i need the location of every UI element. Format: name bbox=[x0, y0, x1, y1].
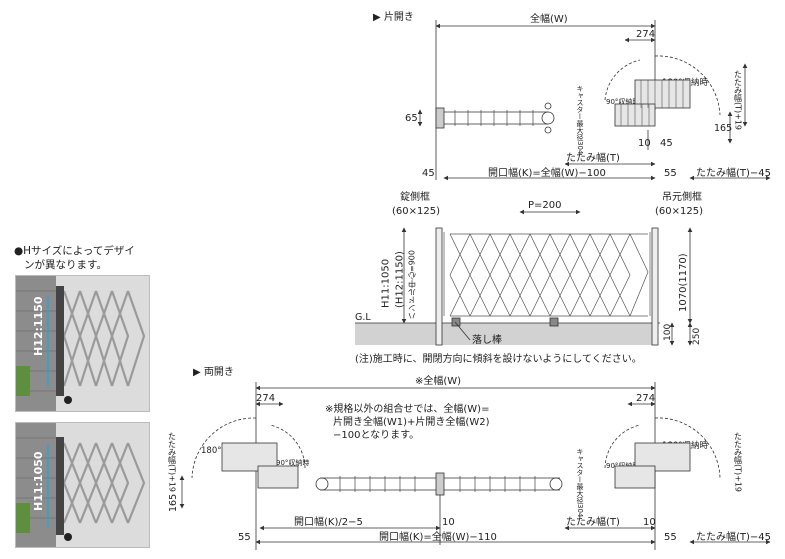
label-h12: (H12:1150) bbox=[395, 251, 406, 308]
label-folded: たたみ幅(T) bbox=[566, 515, 620, 528]
caster-circle bbox=[549, 477, 563, 491]
label-latch-size: (60×125) bbox=[392, 206, 440, 217]
single-plan: ▶ 片開き 全幅(W) 274 180°収納時 90°収納時 bbox=[373, 10, 771, 181]
label-10-mid: 10 bbox=[442, 517, 455, 528]
caster-wheel bbox=[549, 317, 559, 327]
latch-post-plan bbox=[435, 107, 445, 129]
label-handle: ハンドル中心=900 bbox=[408, 250, 417, 320]
label-pitch: P=200 bbox=[528, 200, 562, 211]
label-left-45: 45 bbox=[422, 168, 435, 179]
label-right-55: 55 bbox=[664, 532, 677, 543]
caster-wheel bbox=[451, 317, 461, 327]
label-274-right: 274 bbox=[636, 393, 655, 404]
latch-post bbox=[435, 227, 443, 346]
label-opening-half: 開口幅(K)/2−5 bbox=[294, 515, 363, 528]
single-section-label: ▶ 片開き bbox=[373, 10, 414, 23]
label-90-storage: 90°収納時 bbox=[606, 97, 639, 106]
label-t19-left: たたみ幅(T)+19 bbox=[168, 432, 177, 492]
swing-arc-left bbox=[269, 424, 306, 469]
gate-photo-h11: H11:1050 bbox=[15, 422, 150, 548]
label-100: 100 bbox=[663, 324, 673, 341]
ground-fill bbox=[355, 323, 655, 345]
gate-lattice bbox=[443, 232, 651, 317]
center-latch bbox=[435, 472, 445, 496]
label-274-left: 274 bbox=[256, 393, 275, 404]
label-right-55: 55 bbox=[664, 168, 677, 179]
label-drop-bar: 落し棒 bbox=[472, 333, 502, 346]
design-note-line1: ●Hサイズによってデザイ bbox=[14, 245, 135, 257]
double-note-line1: ※規格以外の組合せでは、全幅(W)= bbox=[325, 402, 489, 415]
double-plan: ▶ 両開き ※全幅(W) 274 274 ※規格以外の組合せでは、全幅(W)= … bbox=[168, 366, 771, 550]
design-note: ●Hサイズによってデザイ ンが異なります。 bbox=[14, 244, 154, 272]
gate-rail-ticks bbox=[454, 110, 534, 126]
label-165: 165 bbox=[168, 494, 179, 512]
label-hinge-size: (60×125) bbox=[655, 206, 703, 217]
caution-note: (注)施工時に、開閉方向に傾斜を設けないようにしてください。 bbox=[355, 352, 642, 365]
hinge-post bbox=[651, 227, 659, 346]
swing-arc-right bbox=[654, 417, 721, 479]
label-total-width: 全幅(W) bbox=[530, 12, 568, 25]
gate-rail-ticks bbox=[339, 476, 536, 492]
label-h11: H11:1050 bbox=[381, 259, 392, 308]
label-latch-post: 錠側框 bbox=[400, 190, 430, 203]
double-note-line2: 片開き全幅(W1)+片開き全幅(W2) bbox=[333, 415, 490, 428]
label-250: 250 bbox=[692, 328, 702, 345]
gate-photo-h12: H12:1150 bbox=[15, 275, 150, 412]
label-opening: 開口幅(K)=全幅(W)−100 bbox=[488, 166, 606, 179]
folded-gate-bars bbox=[620, 80, 684, 126]
design-note-line2: ンが異なります。 bbox=[24, 259, 107, 271]
label-45: 45 bbox=[660, 138, 673, 149]
label-gl: G.L bbox=[355, 312, 371, 323]
label-caster: キャスター最大径304 bbox=[576, 85, 584, 155]
caster-circle bbox=[544, 126, 552, 134]
swing-arc-180 bbox=[654, 55, 721, 116]
double-note-line3: −100となります。 bbox=[333, 429, 419, 441]
gate-elevation: 錠側框 (60×125) P=200 吊元側框 (60×125) G.L 落し棒… bbox=[355, 190, 703, 365]
caster-circle bbox=[544, 102, 552, 110]
folded-gate-block-left bbox=[257, 465, 299, 489]
folded-gate-block bbox=[634, 79, 691, 109]
label-10-right: 10 bbox=[643, 517, 656, 528]
folded-gate-block-right bbox=[614, 465, 656, 489]
photo-h11-label: H11:1050 bbox=[32, 451, 45, 511]
photo-h12-label: H12:1150 bbox=[32, 296, 45, 356]
drop-bar-leader bbox=[454, 321, 471, 341]
label-folded-t19: たたみ幅(T)+19 bbox=[734, 70, 743, 130]
label-folded-minus: たたみ幅(T)−45 bbox=[696, 530, 771, 543]
label-90-left: 90°収納時 bbox=[276, 458, 309, 467]
gate-photo-h11-drawing bbox=[16, 423, 149, 547]
caster-circle bbox=[541, 111, 555, 125]
label-hinge-post: 吊元側框 bbox=[662, 190, 702, 203]
label-t19-right: たたみ幅(T)+19 bbox=[734, 432, 743, 492]
label-folded-minus: たたみ幅(T)−45 bbox=[696, 166, 771, 179]
label-left-55: 55 bbox=[238, 532, 251, 543]
gate-photo-h12-drawing bbox=[16, 276, 149, 411]
label-10: 10 bbox=[638, 138, 651, 149]
label-1070: 1070(1170) bbox=[678, 253, 689, 312]
label-274: 274 bbox=[636, 29, 655, 40]
label-65: 65 bbox=[405, 113, 418, 124]
swing-arc-left bbox=[191, 417, 257, 479]
swing-arc-90 bbox=[604, 59, 641, 101]
label-165: 165 bbox=[714, 123, 732, 134]
double-section-label: ▶ 両開き bbox=[193, 366, 234, 378]
label-caster: キャスター最大径304 bbox=[576, 448, 584, 518]
swing-arc-right bbox=[604, 424, 641, 469]
label-total-width: ※全幅(W) bbox=[415, 374, 461, 387]
label-folded: たたみ幅(T) bbox=[566, 151, 620, 164]
label-90-right: 90°収納時 bbox=[606, 461, 639, 470]
label-opening: 開口幅(K)=全幅(W)−110 bbox=[379, 530, 497, 543]
caster-circle bbox=[315, 477, 329, 491]
